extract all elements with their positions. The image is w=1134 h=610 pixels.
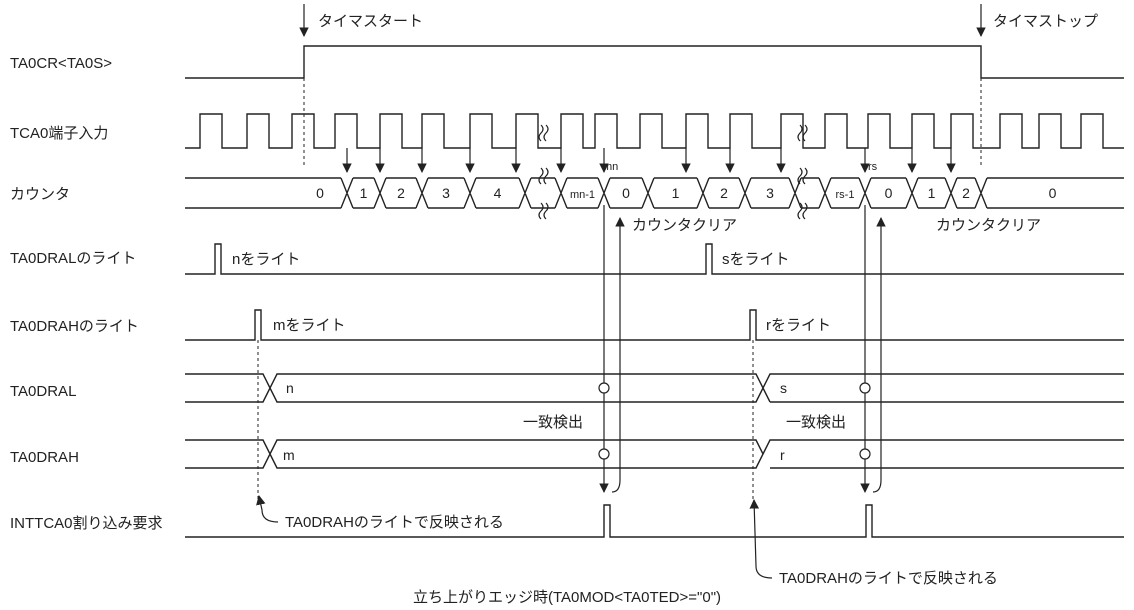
reflect-arrow-2 xyxy=(749,499,773,579)
write-s-label: sをライト xyxy=(722,251,790,268)
mn-marker: mn xyxy=(603,161,618,173)
counter-value: 1 xyxy=(672,185,680,201)
rs-marker: rs xyxy=(868,161,878,173)
timer-stop-label: タイマストップ xyxy=(993,13,1098,30)
label-tca0: TCA0端子入力 xyxy=(10,125,108,142)
match-circle-drah-1 xyxy=(598,448,610,460)
ta0cr-wave xyxy=(185,45,1124,79)
counter-value: 1 xyxy=(360,185,368,201)
drah-value-m: m xyxy=(283,447,295,463)
tca0-clock-wave xyxy=(185,113,1124,173)
dral-write-wave xyxy=(185,243,1124,275)
drah-value-r: r xyxy=(780,447,785,463)
label-dral-write: TA0DRALのライト xyxy=(10,250,136,267)
write-m-label: mをライト xyxy=(273,317,346,334)
label-drah: TA0DRAH xyxy=(10,449,79,466)
counter-value: 4 xyxy=(494,185,502,201)
break-marks xyxy=(538,124,808,220)
match-detect-1: 一致検出 xyxy=(523,414,583,431)
counter-bus: 0 1 2 3 4 mn-1 0 1 2 3 rs-1 0 1 2 0 xyxy=(185,177,1124,209)
counter-value: 3 xyxy=(766,185,774,201)
counter-value: 0 xyxy=(1049,185,1057,201)
counter-value: 1 xyxy=(928,185,936,201)
drah-write-wave xyxy=(185,309,1124,341)
counter-value: 0 xyxy=(885,185,893,201)
counter-value: 0 xyxy=(316,185,324,201)
counter-value: 2 xyxy=(962,185,970,201)
count-clear-1: カウンタクリア xyxy=(632,217,737,234)
timer-start-label: タイマスタート xyxy=(318,13,423,30)
label-drah-write: TA0DRAHのライト xyxy=(10,318,139,335)
reflect-note-1: TA0DRAHのライトで反映される xyxy=(285,514,504,531)
write-n-label: nをライト xyxy=(232,251,300,268)
counter-value: mn-1 xyxy=(570,189,595,201)
count-clear-2: カウンタクリア xyxy=(936,217,1041,234)
reflect-note-2: TA0DRAHのライトで反映される xyxy=(779,570,998,587)
clear-up-arrow-2 xyxy=(872,217,886,493)
match-detect-2: 一致検出 xyxy=(786,414,846,431)
counter-value: 3 xyxy=(442,185,450,201)
dral-value-s: s xyxy=(780,380,787,396)
match-circle-drah-2 xyxy=(859,448,871,460)
label-dral: TA0DRAL xyxy=(10,383,76,400)
match-circle-dral-2 xyxy=(859,382,871,394)
label-counter: カウンタ xyxy=(10,186,70,203)
caption: 立ち上がりエッジ時(TA0MOD<TA0TED>="0") xyxy=(413,589,721,606)
counter-value: rs-1 xyxy=(836,189,855,201)
intt-wave xyxy=(185,504,1124,538)
counter-value: 2 xyxy=(397,185,405,201)
counter-value: 0 xyxy=(622,185,630,201)
label-ta0cr: TA0CR<TA0S> xyxy=(10,55,112,72)
clear-up-arrow-1 xyxy=(611,217,625,493)
label-intt: INTTCA0割り込み要求 xyxy=(10,515,163,532)
dral-bus xyxy=(185,373,1124,403)
write-r-label: rをライト xyxy=(766,317,831,334)
reflect-arrow-1 xyxy=(256,495,279,523)
match-circle-dral-1 xyxy=(598,382,610,394)
drah-bus xyxy=(185,439,1124,469)
dral-value-n: n xyxy=(286,380,294,396)
counter-value: 2 xyxy=(720,185,728,201)
